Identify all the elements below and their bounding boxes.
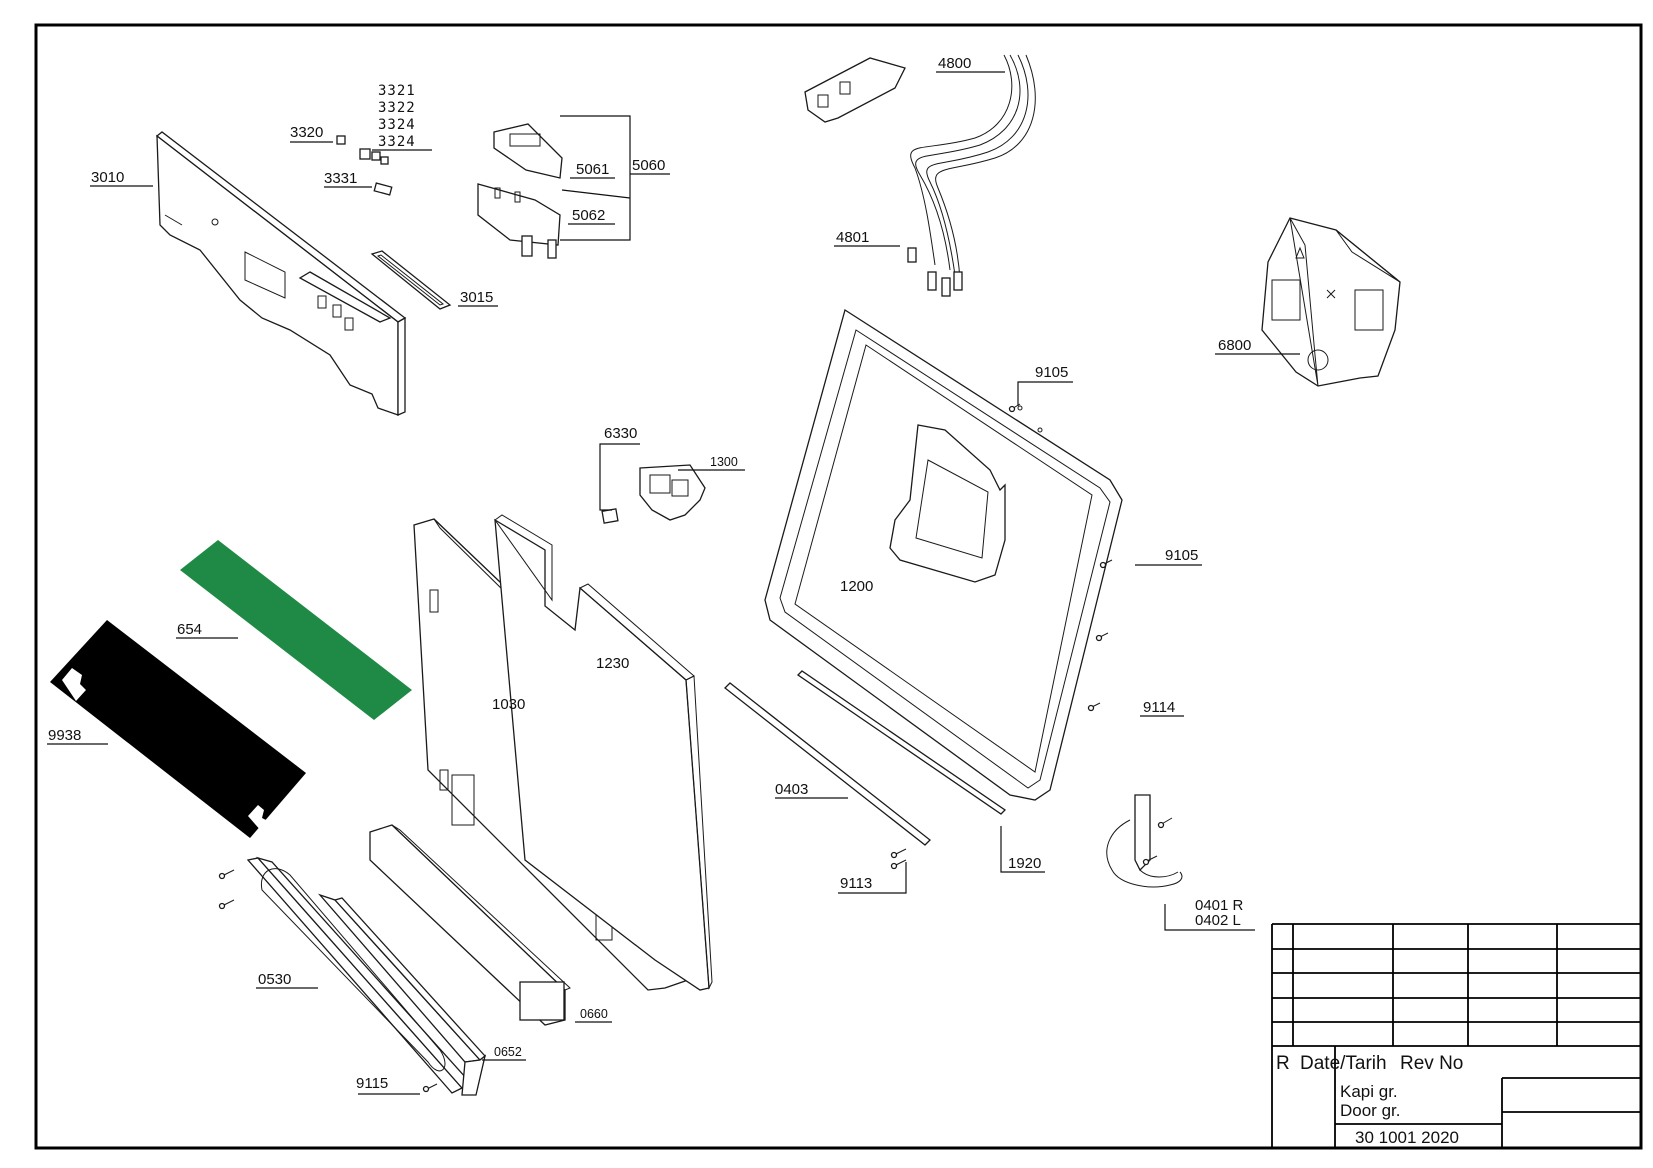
label-0530: 0530 (258, 971, 291, 988)
detergent-dispenser-part (1261, 217, 1401, 387)
label-3331: 3331 (324, 170, 357, 187)
hinge-part (1106, 794, 1183, 888)
label-3324a: 3324 (378, 117, 416, 133)
label-0402l: 0402 L (1195, 912, 1241, 929)
title-name-en: Door gr. (1340, 1101, 1400, 1120)
screw-9113-parts (890, 848, 907, 870)
label-1030: 1030 (492, 696, 525, 713)
title-date-col: Date/Tarih (1300, 1053, 1387, 1074)
door-frame-panel-part (494, 514, 713, 991)
label-9105b: 9105 (1165, 547, 1198, 564)
label-4800: 4800 (938, 55, 971, 72)
label-3320: 3320 (290, 124, 323, 141)
leader-9105a (1017, 381, 1073, 406)
label-1920: 1920 (1008, 855, 1041, 872)
wiring-harness-part (804, 54, 1036, 297)
label-3322: 3322 (378, 100, 416, 116)
leader-6330 (599, 443, 640, 511)
label-1230: 1230 (596, 655, 629, 672)
green-insulation-part (180, 540, 412, 720)
label-9113: 9113 (840, 875, 872, 892)
profile-bar-part (369, 824, 571, 1026)
title-block (1271, 923, 1641, 1148)
label-1200: 1200 (840, 578, 873, 595)
bottom-strip-part (724, 682, 931, 846)
electronic-module-parts (477, 123, 563, 259)
title-rev-col: R (1276, 1053, 1290, 1074)
leader-0401 (1164, 904, 1255, 931)
label-5061: 5061 (576, 161, 609, 178)
label-0401r: 0401 R (1195, 897, 1244, 914)
leader-1920 (1000, 826, 1045, 873)
control-panel-part (155, 131, 407, 416)
inner-door-part (764, 308, 1123, 801)
knob-parts (336, 135, 393, 196)
title-revno-col: Rev No (1400, 1053, 1463, 1074)
label-5060: 5060 (632, 157, 665, 174)
label-9114: 9114 (1143, 699, 1175, 716)
drawing-frame (34, 23, 1643, 1150)
black-insulation-part (50, 620, 306, 838)
label-5062: 5062 (572, 207, 605, 224)
door-latch-part (601, 464, 706, 524)
label-654: 654 (177, 621, 202, 638)
title-name-tr: Kapi gr. (1340, 1082, 1398, 1101)
label-3010: 3010 (91, 169, 124, 186)
label-0403: 0403 (775, 781, 808, 798)
label-4801: 4801 (836, 229, 869, 246)
kickplate-part (317, 893, 487, 1096)
label-3015: 3015 (460, 289, 493, 306)
label-1300: 1300 (710, 455, 738, 469)
leader-5061b (561, 189, 631, 199)
label-3321: 3321 (378, 83, 416, 99)
label-6330: 6330 (604, 425, 637, 442)
label-0660: 0660 (580, 1007, 608, 1021)
title-drawing-no: 30 1001 2020 (1355, 1128, 1459, 1147)
label-9115: 9115 (356, 1075, 388, 1092)
label-3324b: 3324 (378, 134, 416, 150)
bracket-5060 (560, 115, 631, 241)
label-9938: 9938 (48, 727, 81, 744)
gasket-strip-part (796, 670, 1007, 815)
leader-9113 (838, 862, 907, 894)
label-9105a: 9105 (1035, 364, 1068, 381)
screw-bottom-parts (218, 869, 438, 1093)
screw-parts (1008, 403, 1113, 712)
label-0652: 0652 (494, 1045, 522, 1059)
label-6800: 6800 (1218, 337, 1251, 354)
